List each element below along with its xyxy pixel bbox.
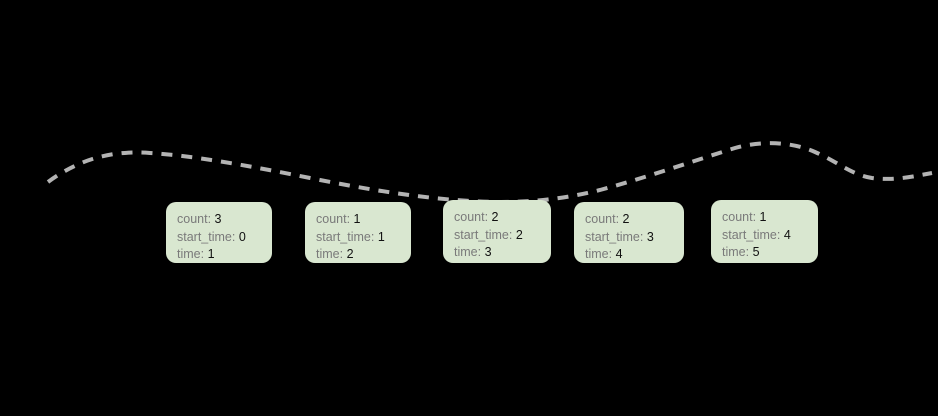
card-field-row: start_time: 3 — [585, 229, 673, 247]
card-field-row: count: 1 — [316, 211, 400, 229]
card-field-label: start_time: — [316, 229, 375, 244]
card-field-label: time: — [585, 247, 613, 261]
card-field-value: 4 — [783, 227, 791, 242]
card-field-label: time: — [177, 247, 205, 261]
card-field-row: time: 5 — [722, 244, 807, 262]
card-field-label: start_time: — [585, 229, 644, 244]
card-field-label: count: — [177, 212, 212, 226]
card-field-label: count: — [722, 210, 757, 224]
card-field-value: 4 — [615, 247, 623, 261]
card-field-value: 1 — [207, 247, 215, 261]
card-field-row: count: 1 — [722, 209, 807, 227]
card-field-row: count: 2 — [454, 209, 540, 227]
card-field-row: time: 3 — [454, 244, 540, 262]
card-field-label: start_time: — [722, 227, 781, 242]
card-field-row: count: 3 — [177, 211, 261, 229]
card-field-value: 1 — [759, 210, 767, 224]
card-field-row: time: 4 — [585, 246, 673, 263]
card-field-row: count: 2 — [585, 211, 673, 229]
card-field-label: count: — [316, 212, 351, 226]
card-field-row: time: 1 — [177, 246, 261, 263]
card-field-label: count: — [585, 212, 620, 226]
card-field-row: start_time: 1 — [316, 229, 400, 247]
card-field-value: 3 — [646, 229, 654, 244]
card-field-value: 2 — [622, 212, 630, 226]
card-field-row: start_time: 0 — [177, 229, 261, 247]
card-field-label: count: — [454, 210, 489, 224]
card-field-value: 5 — [752, 245, 760, 259]
card-field-row: start_time: 4 — [722, 227, 807, 245]
card-field-value: 2 — [346, 247, 354, 261]
card-field-value: 2 — [515, 227, 523, 242]
card-field-label: start_time: — [177, 229, 236, 244]
card-field-label: start_time: — [454, 227, 513, 242]
card-field-value: 0 — [238, 229, 246, 244]
card-field-label: time: — [316, 247, 344, 261]
card-field-label: time: — [454, 245, 482, 259]
card-field-row: start_time: 2 — [454, 227, 540, 245]
card-field-value: 3 — [214, 212, 222, 226]
card-field-value: 1 — [353, 212, 361, 226]
card-field-value: 3 — [484, 245, 492, 259]
card-field-row: time: 2 — [316, 246, 400, 263]
card-field-value: 2 — [491, 210, 499, 224]
card-field-label: time: — [722, 245, 750, 259]
card-field-value: 1 — [377, 229, 385, 244]
